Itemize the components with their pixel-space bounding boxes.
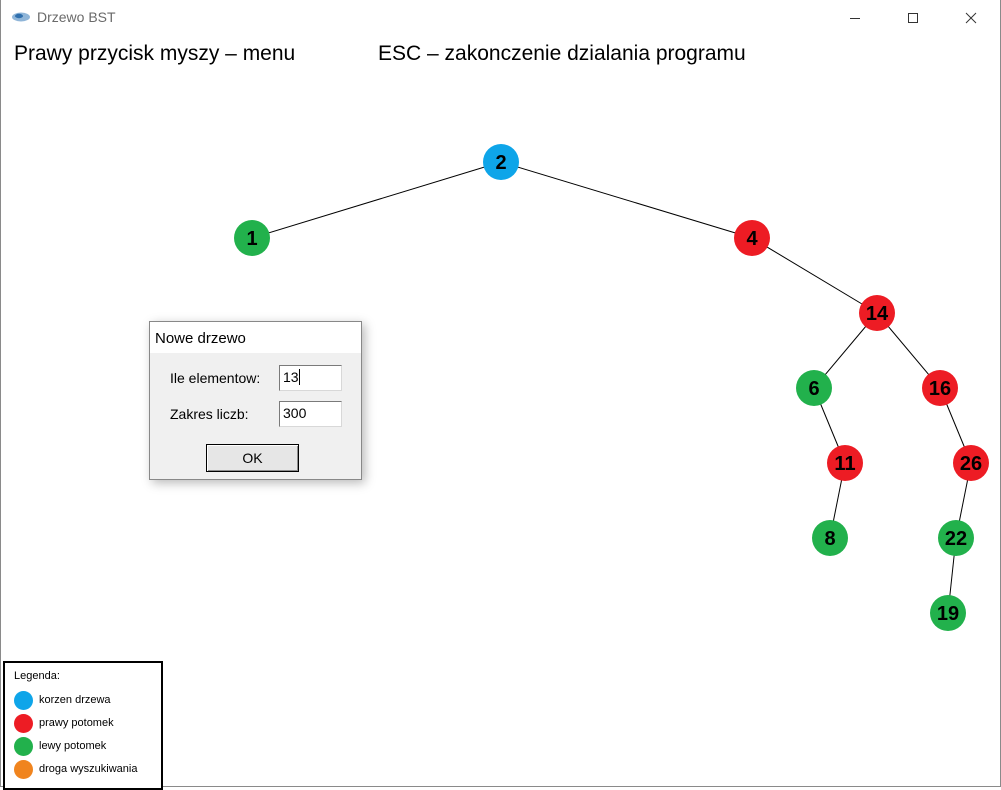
tree-node-26[interactable]: 26 [953,445,989,481]
tree-node-circle [930,595,966,631]
legend-label-right-child: prawy potomek [39,717,114,729]
element-count-input[interactable]: 13 [279,365,342,391]
window-title: Drzewo BST [37,9,116,25]
minimize-icon [850,18,860,19]
tree-node-label: 16 [929,378,951,400]
tree-node-circle [922,370,958,406]
tree-node-6[interactable]: 6 [796,370,832,406]
tree-node-circle [796,370,832,406]
element-count-label: Ile elementow: [170,370,261,386]
tree-node-label: 19 [937,603,959,625]
tree-node-14[interactable]: 14 [859,295,895,331]
tree-node-label: 14 [866,303,889,325]
legend-label-root: korzen drzewa [39,694,111,706]
tree-node-circle [234,220,270,256]
legend-title: Legenda: [14,670,60,682]
legend-item-root: korzen drzewa [14,690,111,710]
tree-node-label: 4 [746,228,758,250]
app-icon [12,12,30,22]
esc-hint-text: ESC – zakonczenie dzialania programu [378,42,746,65]
tree-node-circle [859,295,895,331]
tree-node-circle [827,445,863,481]
tree-node-22[interactable]: 22 [938,520,974,556]
new-tree-dialog: Nowe drzewo Ile elementow: 13 Zakres lic… [149,321,362,480]
tree-node-1[interactable]: 1 [234,220,270,256]
legend-label-search-path: droga wyszukiwania [39,763,138,775]
tree-node-label: 2 [495,152,506,174]
legend-item-left-child: lewy potomek [14,736,106,756]
tree-node-circle [812,520,848,556]
tree-node-label: 22 [945,528,967,550]
tree-node-circle [483,144,519,180]
dialog-title[interactable]: Nowe drzewo [150,322,361,353]
tree-node-11[interactable]: 11 [827,445,863,481]
tree-node-8[interactable]: 8 [812,520,848,556]
tree-node-label: 8 [824,528,835,550]
title-bar[interactable]: Drzewo BST [1,0,1000,36]
tree-node-4[interactable]: 4 [734,220,770,256]
number-range-input[interactable]: 300 [279,401,342,427]
tree-edge-4-14 [751,237,878,314]
legend-label-left-child: lewy potomek [39,740,107,752]
right-child-color-dot [14,713,33,733]
tree-edge-2-1 [251,161,502,239]
minimize-button[interactable] [826,0,884,36]
number-range-value: 300 [283,405,307,421]
search-path-color-dot [14,759,33,779]
tree-node-label: 26 [960,453,982,475]
maximize-button[interactable] [884,0,942,36]
close-icon [965,12,977,24]
tree-node-2[interactable]: 2 [483,144,519,180]
legend-box: Legenda: korzen drzewa prawy potomek lew… [3,661,163,790]
number-range-label: Zakres liczb: [170,406,249,422]
tree-node-label: 6 [808,378,819,400]
ok-button[interactable]: OK [206,444,299,472]
text-caret [298,369,300,385]
menu-hint-text: Prawy przycisk myszy – menu [14,42,296,65]
maximize-icon [908,13,918,23]
tree-edge-2-4 [500,161,753,239]
legend-item-right-child: prawy potomek [14,713,114,733]
tree-node-circle [953,445,989,481]
close-button[interactable] [942,0,1000,36]
tree-node-label: 1 [246,228,257,250]
root-color-dot [14,690,33,710]
element-count-value: 13 [283,369,299,385]
tree-node-circle [938,520,974,556]
tree-node-19[interactable]: 19 [930,595,966,631]
tree-node-16[interactable]: 16 [922,370,958,406]
legend-item-search-path: droga wyszukiwania [14,759,137,779]
left-child-color-dot [14,736,33,756]
tree-node-label: 11 [834,453,855,475]
tree-node-circle [734,220,770,256]
